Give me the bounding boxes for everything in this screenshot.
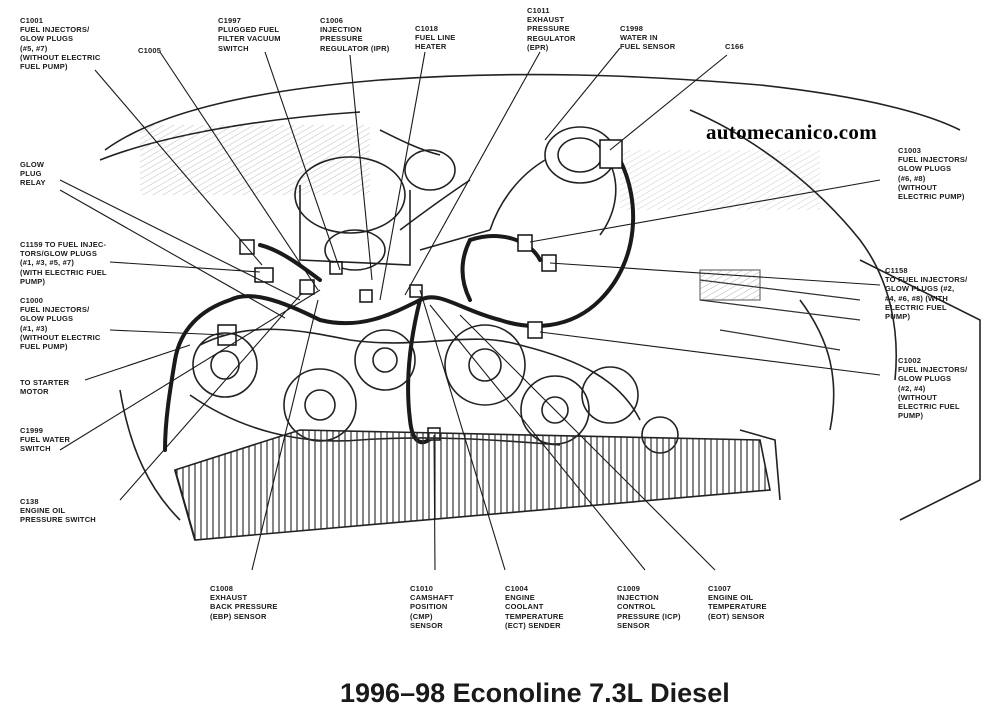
label-c1006: C1006 INJECTION PRESSURE REGULATOR (IPR) <box>320 16 390 53</box>
label-c1004: C1004 ENGINE COOLANT TEMPERATURE (ECT) S… <box>505 584 564 630</box>
label-c1997: C1997 PLUGGED FUEL FILTER VACUUM SWITCH <box>218 16 281 53</box>
label-c1159: C1159 TO FUEL INJEC- TORS/GLOW PLUGS (#1… <box>20 240 107 286</box>
label-c1001: C1001 FUEL INJECTORS/ GLOW PLUGS (#5, #7… <box>20 16 101 72</box>
connectors <box>217 139 623 441</box>
label-c1003: C1003 FUEL INJECTORS/ GLOW PLUGS (#6, #8… <box>898 146 968 202</box>
label-c1007: C1007 ENGINE OIL TEMPERATURE (EOT) SENSO… <box>708 584 767 621</box>
label-c1999: C1999 FUEL WATER SWITCH <box>20 426 71 454</box>
cowl-shading-right <box>620 150 820 210</box>
fender <box>699 269 861 351</box>
label-c138: C138 ENGINE OIL PRESSURE SWITCH <box>20 497 96 525</box>
label-c1000: C1000 FUEL INJECTORS/ GLOW PLUGS (#1, #3… <box>20 296 101 352</box>
label-c1011: C1011 EXHAUST PRESSURE REGULATOR (EPR) <box>527 6 576 52</box>
label-to-starter-motor: TO STARTER MOTOR <box>20 378 70 397</box>
radiator <box>174 429 781 541</box>
wiring-harness <box>163 158 636 452</box>
label-c1158: C1158 TO FUEL INJECTORS/ GLOW PLUGS (#2,… <box>885 266 968 322</box>
label-c1998: C1998 WATER IN FUEL SENSOR <box>620 24 676 52</box>
label-glow-plug-relay: GLOW PLUG RELAY <box>20 160 46 188</box>
label-c1010: C1010 CAMSHAFT POSITION (CMP) SENSOR <box>410 584 454 630</box>
label-c1002: C1002 FUEL INJECTORS/ GLOW PLUGS (#2, #4… <box>898 356 968 421</box>
label-c166: C166 <box>725 42 744 51</box>
label-c1009: C1009 INJECTION CONTROL PRESSURE (ICP) S… <box>617 584 681 630</box>
label-c1005: C1005 <box>138 46 162 55</box>
label-c1008: C1008 EXHAUST BACK PRESSURE (EBP) SENSOR <box>210 584 278 621</box>
cowl-shading <box>140 125 370 195</box>
leader-lines <box>59 47 881 571</box>
label-c1018: C1018 FUEL LINE HEATER <box>415 24 456 52</box>
watermark-text: automecanico.com <box>706 120 878 144</box>
diagram-caption: 1996–98 Econoline 7.3L Diesel <box>340 678 730 708</box>
